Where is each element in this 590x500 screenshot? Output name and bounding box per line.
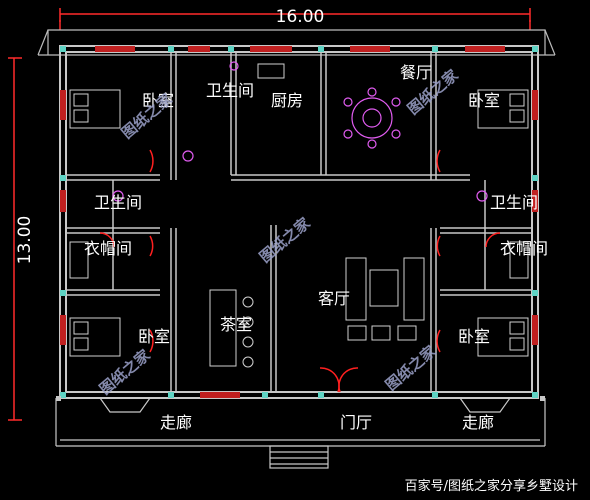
- label-bedroom-ne: 卧室: [468, 91, 500, 110]
- dimension-lines: [8, 8, 531, 421]
- exterior-walls: [59, 45, 539, 399]
- terrace: [55, 397, 546, 469]
- doors: [99, 149, 501, 393]
- label-corridor-w: 走廊: [160, 413, 192, 432]
- label-bedroom-nw: 卧室: [142, 91, 174, 110]
- fixtures: [69, 63, 529, 368]
- label-corridor-e: 走廊: [462, 413, 494, 432]
- height-dimension: 13.00: [15, 216, 35, 265]
- label-bedroom-sw: 卧室: [138, 327, 170, 346]
- label-bathroom-e: 卫生间: [490, 193, 538, 212]
- label-closet-w: 衣帽间: [84, 239, 132, 258]
- roof-outline: [37, 29, 556, 56]
- label-dining: 餐厅: [400, 63, 432, 82]
- terrace-columns: [56, 396, 545, 401]
- label-kitchen: 厨房: [271, 91, 303, 110]
- interior-walls: [66, 52, 532, 392]
- label-bedroom-se: 卧室: [458, 327, 490, 346]
- width-dimension: 16.00: [276, 7, 325, 27]
- label-tea-room: 茶室: [220, 315, 252, 334]
- wall-fills: [60, 46, 538, 398]
- label-bathroom-w: 卫生间: [94, 193, 142, 212]
- windows: [60, 46, 538, 398]
- watermarks: 图纸之家 图纸之家 图纸之家 图纸之家 图纸之家: [96, 66, 462, 398]
- credit-text: 百家号/图纸之家分享乡墅设计: [405, 478, 578, 494]
- watermark: 图纸之家: [96, 346, 154, 398]
- label-living-room: 客厅: [318, 289, 350, 308]
- label-closet-e: 衣帽间: [500, 239, 548, 258]
- label-bathroom-n: 卫生间: [206, 81, 254, 100]
- watermark: 图纸之家: [256, 214, 314, 266]
- label-foyer: 门厅: [340, 413, 372, 432]
- furniture: [112, 61, 488, 202]
